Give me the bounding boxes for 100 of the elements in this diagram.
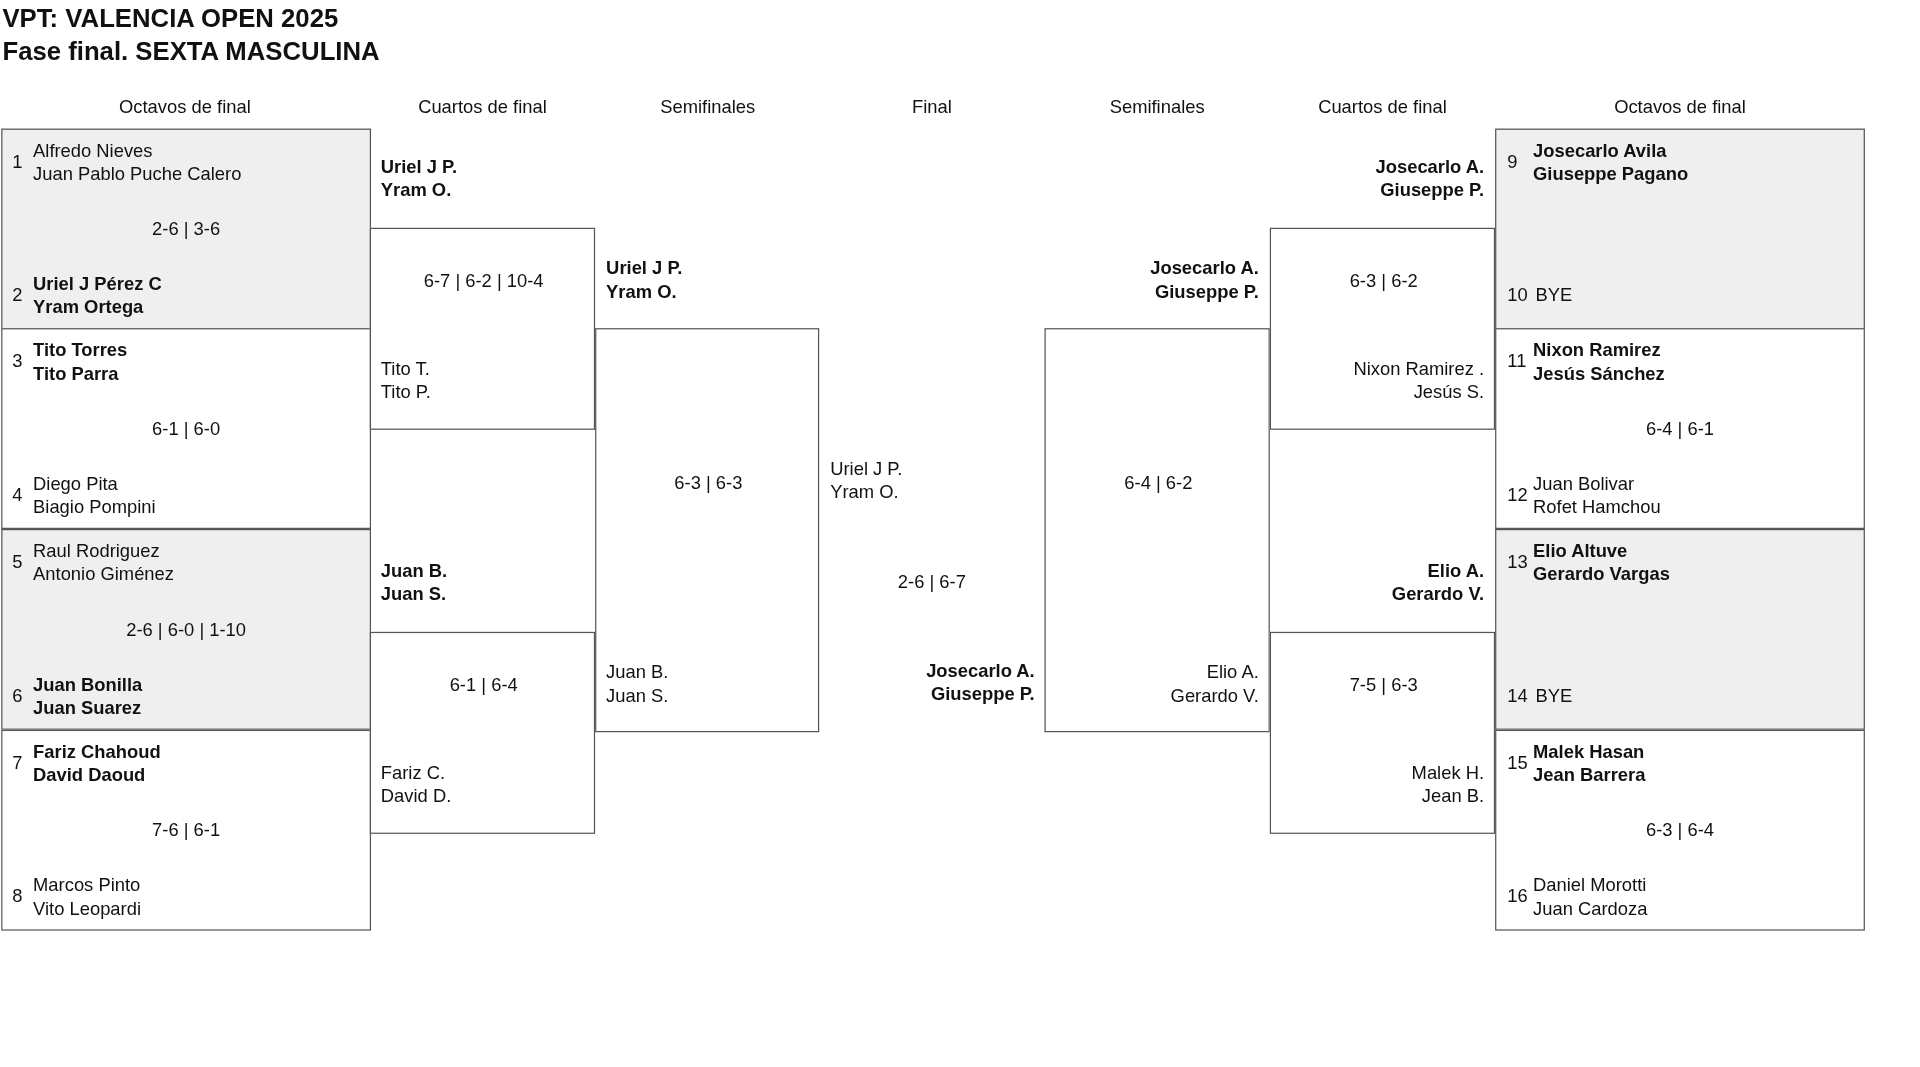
- player-name: David D.: [380, 784, 452, 807]
- player-name: Josecarlo A.: [926, 660, 1035, 683]
- player-name: Uriel J P.: [830, 457, 903, 480]
- seed-number: 5: [12, 551, 23, 574]
- seed-number: 3: [12, 350, 23, 373]
- player-name: Juan Bolivar: [1533, 472, 1635, 495]
- player-name: Giuseppe P.: [1380, 178, 1485, 201]
- seed-number: 10: [1507, 284, 1528, 307]
- player-name: Gerardo V.: [1170, 684, 1259, 707]
- player-name: Juan B.: [380, 559, 448, 582]
- player-name: Gerardo Vargas: [1533, 563, 1670, 586]
- player-name: Jean Barrera: [1533, 764, 1646, 787]
- seed-number: 7: [12, 751, 23, 774]
- match-box: [1495, 529, 1865, 730]
- player-name: Juan B.: [606, 661, 669, 684]
- player-name: Elio A.: [1206, 661, 1259, 684]
- player-name: David Daoud: [33, 764, 146, 787]
- match-score: 6-1 | 6-0: [152, 417, 221, 440]
- player-name: Josecarlo A.: [1150, 257, 1259, 280]
- player-name: Fariz Chahoud: [33, 740, 161, 763]
- column-header: Final: [911, 95, 952, 118]
- seed-number: 16: [1507, 885, 1528, 908]
- player-name: Rofet Hamchou: [1533, 495, 1661, 518]
- match-score: 6-3 | 6-3: [674, 471, 743, 494]
- player-name: Josecarlo Avila: [1533, 139, 1667, 162]
- seed-number: 15: [1507, 751, 1528, 774]
- player-name: Giuseppe Pagano: [1533, 162, 1689, 185]
- player-name: Malek H.: [1411, 761, 1485, 784]
- player-name: Tito Torres: [33, 339, 128, 362]
- player-name: Giuseppe P.: [930, 683, 1035, 706]
- seed-number: 11: [1507, 350, 1527, 373]
- match-box: [1, 328, 371, 529]
- player-name: Diego Pita: [33, 472, 118, 495]
- player-name: Tito T.: [380, 357, 430, 380]
- player-name: Tito Parra: [33, 362, 119, 385]
- match-score: 6-7 | 6-2 | 10-4: [423, 269, 544, 292]
- player-name: Jean B.: [1421, 784, 1485, 807]
- player-name: Elio Altuve: [1533, 540, 1628, 563]
- match-score: 6-3 | 6-4: [1645, 819, 1715, 842]
- player-name: Juan Cardoza: [1533, 897, 1648, 920]
- player-name: Vito Leopardi: [33, 897, 141, 920]
- seed-number: 14: [1507, 684, 1528, 707]
- player-name: Yram O.: [830, 481, 899, 504]
- match-box: [1, 529, 371, 730]
- player-name: Juan S.: [380, 582, 447, 605]
- match-score: 2-6 | 6-0 | 1-10: [126, 618, 247, 641]
- bye-label: BYE: [1535, 284, 1573, 307]
- player-name: Juan Pablo Puche Calero: [33, 162, 242, 185]
- player-name: Uriel J P.: [606, 257, 683, 280]
- player-name: Josecarlo A.: [1375, 155, 1485, 178]
- player-name: Fariz C.: [380, 761, 446, 784]
- player-name: Juan Suarez: [33, 696, 142, 719]
- seed-number: 9: [1507, 150, 1518, 173]
- seed-number: 1: [12, 150, 23, 173]
- player-name: Yram Ortega: [33, 296, 144, 319]
- player-name: Antonio Giménez: [33, 563, 174, 586]
- column-header: Octavos de final: [1614, 95, 1746, 118]
- player-name: Jesús S.: [1413, 380, 1485, 403]
- player-name: Yram O.: [380, 178, 452, 201]
- seed-number: 8: [12, 885, 23, 908]
- player-name: Nixon Ramirez .: [1353, 357, 1485, 380]
- seed-number: 6: [12, 684, 23, 707]
- column-header: Octavos de final: [119, 95, 251, 118]
- match-box: [1495, 729, 1865, 931]
- title: VPT: VALENCIA OPEN 2025: [2, 2, 339, 33]
- match-box: [1, 128, 371, 330]
- match-box: [1495, 128, 1865, 330]
- match-score: 7-6 | 6-1: [152, 819, 221, 842]
- player-name: Juan Bonilla: [33, 673, 143, 696]
- player-name: Alfredo Nieves: [33, 139, 153, 162]
- match-score: 6-1 | 6-4: [449, 673, 518, 696]
- player-name: Malek Hasan: [1533, 740, 1645, 763]
- match-box: [1495, 328, 1865, 529]
- player-name: Raul Rodriguez: [33, 540, 160, 563]
- player-name: Uriel J Pérez C: [33, 273, 162, 296]
- player-name: Giuseppe P.: [1155, 280, 1259, 303]
- match-score: 7-5 | 6-3: [1349, 673, 1418, 696]
- seed-number: 4: [12, 483, 23, 506]
- bye-label: BYE: [1535, 684, 1573, 707]
- player-name: Yram O.: [606, 280, 677, 303]
- player-name: Daniel Morotti: [1533, 874, 1647, 897]
- match-score: 2-6 | 3-6: [152, 217, 221, 240]
- column-header: Cuartos de final: [1318, 95, 1447, 118]
- seed-number: 12: [1507, 483, 1528, 506]
- player-name: Marcos Pinto: [33, 874, 141, 897]
- match-score: 6-4 | 6-2: [1124, 471, 1193, 494]
- player-name: Gerardo V.: [1391, 582, 1485, 605]
- player-name: Nixon Ramirez: [1533, 339, 1661, 362]
- subtitle: Fase final. SEXTA MASCULINA: [2, 35, 380, 66]
- column-header: Cuartos de final: [418, 95, 547, 118]
- column-header: Semifinales: [660, 95, 756, 118]
- match-box: [1, 729, 371, 931]
- seed-number: 2: [12, 284, 23, 307]
- seed-number: 13: [1507, 551, 1528, 574]
- match-score: 6-3 | 6-2: [1349, 269, 1418, 292]
- match-score: 2-6 | 6-7: [897, 570, 966, 593]
- player-name: Uriel J P.: [380, 155, 458, 178]
- match-score: 6-4 | 6-1: [1645, 417, 1715, 440]
- player-name: Biagio Pompini: [33, 495, 156, 518]
- player-name: Juan S.: [606, 684, 669, 707]
